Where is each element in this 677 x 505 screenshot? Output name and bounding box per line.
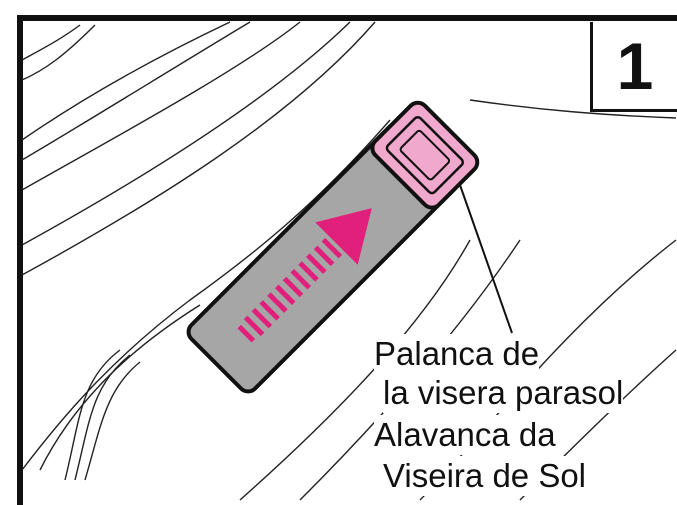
- step-number: 1: [616, 28, 654, 103]
- label-es-line2: la visera parasol: [383, 373, 624, 413]
- arrow-up-right-icon: [237, 208, 372, 343]
- visor-lever[interactable]: [184, 99, 481, 396]
- label-pt-line1: Alavanca da: [374, 415, 556, 455]
- lever-tip: [370, 100, 480, 210]
- leader-line: [459, 184, 513, 334]
- step-number-box: 1: [590, 22, 677, 112]
- ceiling-contours: [21, 21, 677, 501]
- label-es-line1: Palanca de: [374, 334, 540, 374]
- label-pt-line2: Viseira de Sol: [383, 456, 587, 496]
